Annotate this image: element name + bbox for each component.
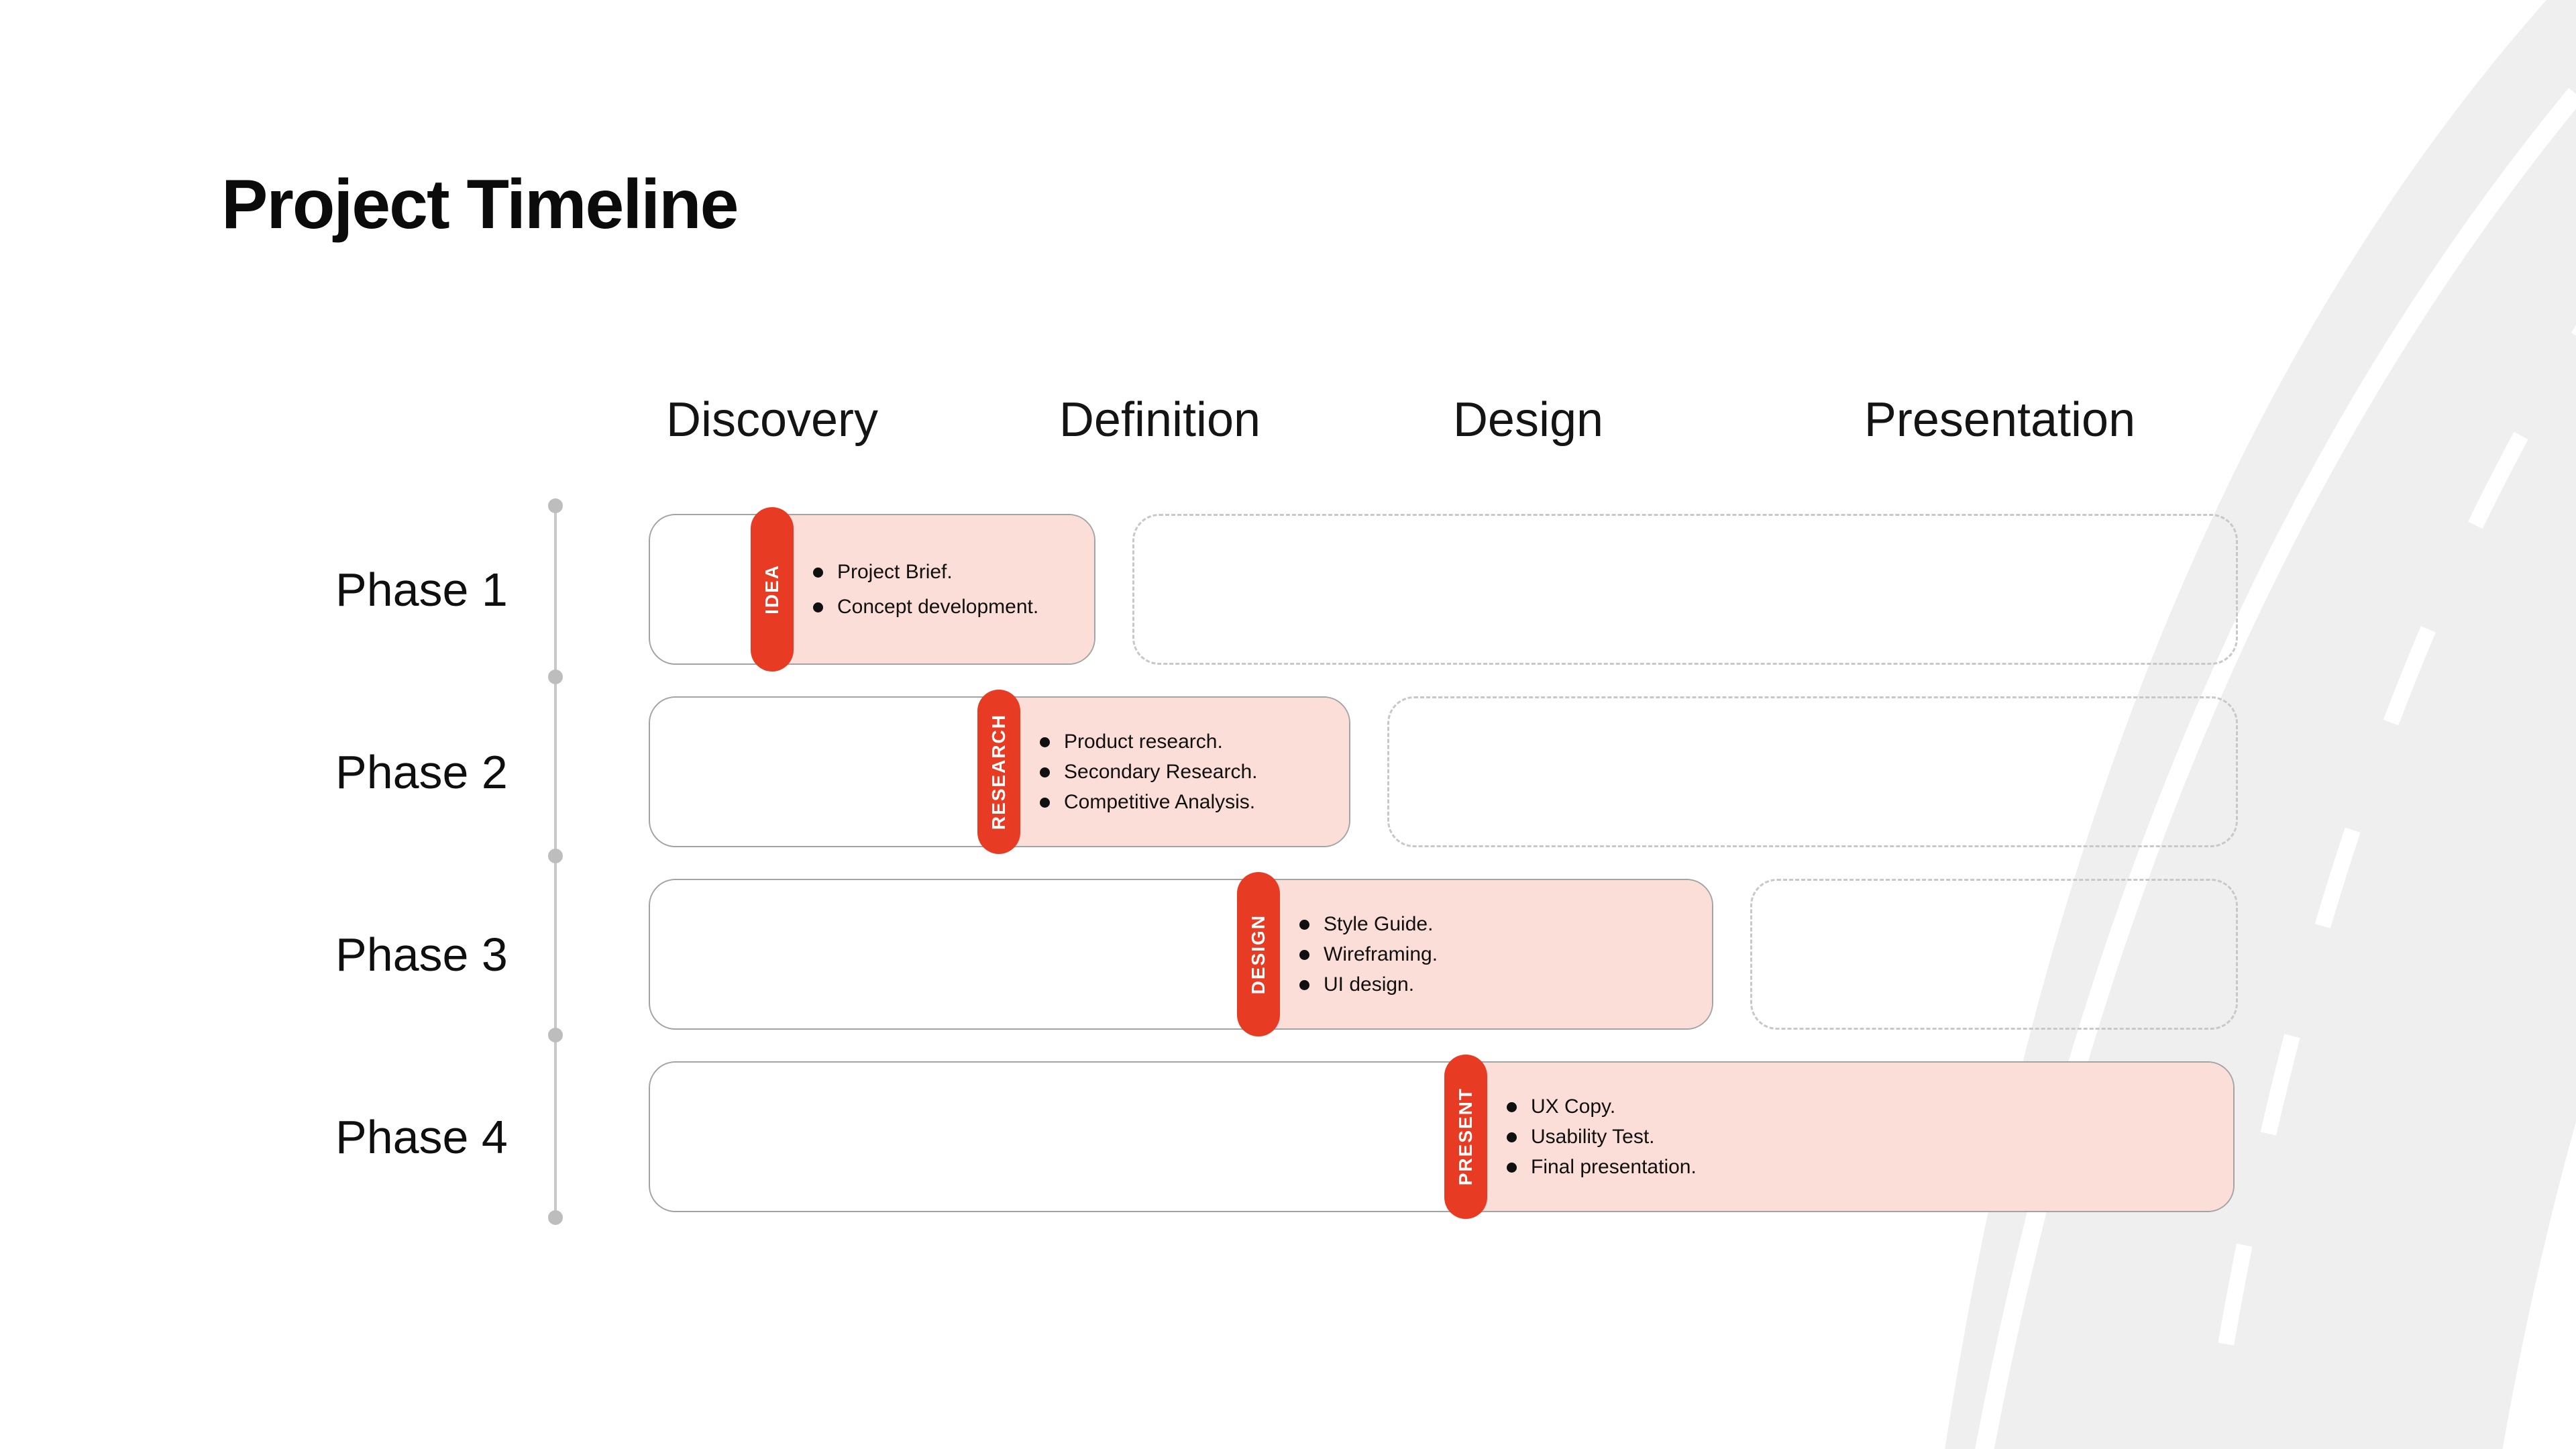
task-list: Product research. Secondary Research. Comp…	[987, 724, 1271, 820]
phase-tag-label: IDEA	[761, 564, 782, 614]
phase-tag-pill: DESIGN	[1237, 872, 1280, 1036]
task-list: UX Copy. Usability Test. Final presentatio…	[1454, 1089, 1710, 1185]
phase-tag-label: DESIGN	[1248, 914, 1269, 995]
timeline-axis-dot	[548, 1210, 563, 1225]
task-item: UI design.	[1299, 973, 1438, 997]
task-list: Project Brief. Concept development.	[760, 549, 1052, 630]
column-header: Presentation	[1864, 393, 2136, 447]
dashed-track	[1750, 879, 2238, 1030]
task-item: Project Brief.	[813, 560, 1038, 584]
dashed-track	[1387, 696, 2238, 847]
task-item: Usability Test.	[1507, 1125, 1697, 1149]
phase-tag-pill: IDEA	[751, 507, 794, 672]
phase-bar-highlight: Style Guide. Wireframing. UI design.	[1246, 880, 1712, 1028]
task-item: Product research.	[1040, 730, 1258, 754]
column-header: Definition	[1059, 393, 1261, 447]
task-item: Style Guide.	[1299, 912, 1438, 936]
phase-bar-highlight: UX Copy. Usability Test. Final presentatio…	[1454, 1063, 2233, 1211]
phase-tag-label: RESEARCH	[988, 713, 1009, 830]
task-list: Style Guide. Wireframing. UI design.	[1246, 906, 1451, 1003]
phase-row: Phase 3 Style Guide. Wireframing. UI desig…	[0, 872, 2576, 1036]
dashed-track	[1132, 514, 2238, 665]
timeline-axis-dot	[548, 498, 563, 513]
phase-label: Phase 4	[335, 1110, 508, 1163]
phase-row: Phase 2 Product research. Secondary Resea…	[0, 690, 2576, 854]
phase-label: Phase 1	[335, 563, 508, 616]
column-header: Design	[1452, 393, 1604, 447]
phase-label: Phase 2	[335, 745, 508, 798]
phase-row: Phase 1 Project Brief. Concept developmen…	[0, 507, 2576, 672]
phase-tag-label: PRESENT	[1455, 1087, 1476, 1186]
phase-tag-pill: RESEARCH	[977, 690, 1020, 854]
task-item: Final presentation.	[1507, 1155, 1697, 1179]
task-item: Competitive Analysis.	[1040, 790, 1258, 814]
phase-bar: Project Brief. Concept development.	[649, 514, 1095, 665]
phase-tag-pill: PRESENT	[1444, 1055, 1487, 1219]
page-title: Project Timeline	[221, 166, 739, 244]
task-item: Concept development.	[813, 595, 1038, 619]
timeline-axis-dot	[548, 849, 563, 863]
task-item: UX Copy.	[1507, 1095, 1697, 1119]
task-item: Wireframing.	[1299, 943, 1438, 967]
phase-row: Phase 4 UX Copy. Usability Test. Final pre…	[0, 1055, 2576, 1219]
task-item: Secondary Research.	[1040, 760, 1258, 784]
phase-bar-highlight: Product research. Secondary Research. Comp…	[987, 698, 1349, 846]
phase-bar: UX Copy. Usability Test. Final presentatio…	[649, 1061, 2235, 1212]
column-header: Discovery	[665, 393, 879, 447]
phase-bar: Style Guide. Wireframing. UI design.	[649, 879, 1713, 1030]
timeline-axis-dot	[548, 669, 563, 684]
timeline-axis-dot	[548, 1028, 563, 1042]
phase-label: Phase 3	[335, 928, 508, 981]
phase-bar-highlight: Project Brief. Concept development.	[760, 515, 1094, 663]
